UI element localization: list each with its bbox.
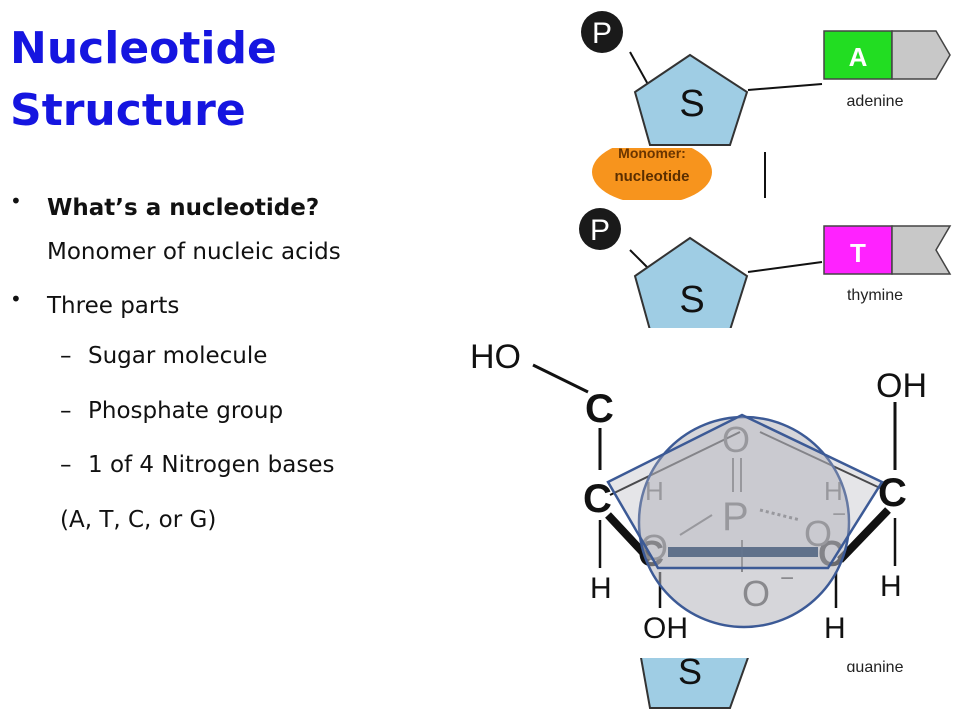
h-label: H xyxy=(880,570,902,603)
carbon-top-label: C xyxy=(585,387,614,431)
sub-bullet-text: 1 of 4 Nitrogen bases xyxy=(88,452,335,478)
sugar-pentagon-icon xyxy=(633,53,749,146)
bullet-dot-icon: • xyxy=(10,189,22,213)
thymine-name: thymine xyxy=(847,287,903,304)
sugar-label: S xyxy=(679,83,704,125)
thymine-box xyxy=(823,225,893,275)
phosphate-circle-icon xyxy=(581,11,623,53)
nucleotide-thymine: S P T thymine xyxy=(579,208,952,328)
oh-top-label: OH xyxy=(876,367,927,405)
phosphate-label: P xyxy=(592,17,612,50)
sugar-pentagon-icon xyxy=(633,236,749,328)
title-line-1: Nucleotide xyxy=(10,23,277,74)
h-label: H xyxy=(590,572,612,605)
monomer-badge: Monomer: nucleotide xyxy=(592,145,766,200)
adenine-letter: A xyxy=(849,42,868,72)
dash-marker: – xyxy=(60,452,72,478)
title-line-2: Structure xyxy=(10,85,246,136)
ho-label: HO xyxy=(470,338,521,376)
sugar-label: S xyxy=(679,279,704,321)
guanine-name-partial: guanine xyxy=(847,659,904,676)
sub-bullet-text: Sugar molecule xyxy=(88,343,268,369)
nucleotide-adenine: S P A adenine xyxy=(581,11,951,146)
monomer-label-line-1: Monomer: xyxy=(618,145,686,161)
structure-overlay: HO C OH C C C C H H OH H xyxy=(470,328,950,658)
thymine-tail-icon xyxy=(891,225,952,275)
bullet-lead: What’s a nucleotide? xyxy=(47,195,320,221)
sub-bullet-continuation: (A, T, C, or G) xyxy=(60,507,217,533)
bullet-text: Monomer of nucleic acids xyxy=(47,239,341,265)
bullet-text: Three parts xyxy=(47,293,180,319)
dash-marker: – xyxy=(60,343,72,369)
sub-bullet: –Sugar molecule xyxy=(60,343,267,369)
sugar-overlay-pentagon xyxy=(606,413,884,570)
h-label: H xyxy=(824,612,846,645)
adenine-tail-icon xyxy=(891,30,951,80)
sub-bullet-text: Phosphate group xyxy=(88,398,284,424)
oh-bottom-label: OH xyxy=(643,612,688,645)
thymine-letter: T xyxy=(850,238,866,268)
carbon-left-label: C xyxy=(583,477,612,521)
phosphate-circle-icon xyxy=(579,208,621,250)
carbon-right-label: C xyxy=(878,471,907,515)
adenine-name: adenine xyxy=(847,93,904,110)
sub-bullet: –Phosphate group xyxy=(60,398,283,424)
phosphate-label: P xyxy=(590,214,610,247)
bullet-dot-icon: • xyxy=(10,287,22,311)
slide-title: Nucleotide Structure xyxy=(10,18,430,142)
sub-bullet: –1 of 4 Nitrogen bases xyxy=(60,452,334,478)
monomer-label-line-2: nucleotide xyxy=(614,168,689,185)
dash-marker: – xyxy=(60,398,72,424)
nucleotide-bottom: S guanine xyxy=(638,651,904,709)
